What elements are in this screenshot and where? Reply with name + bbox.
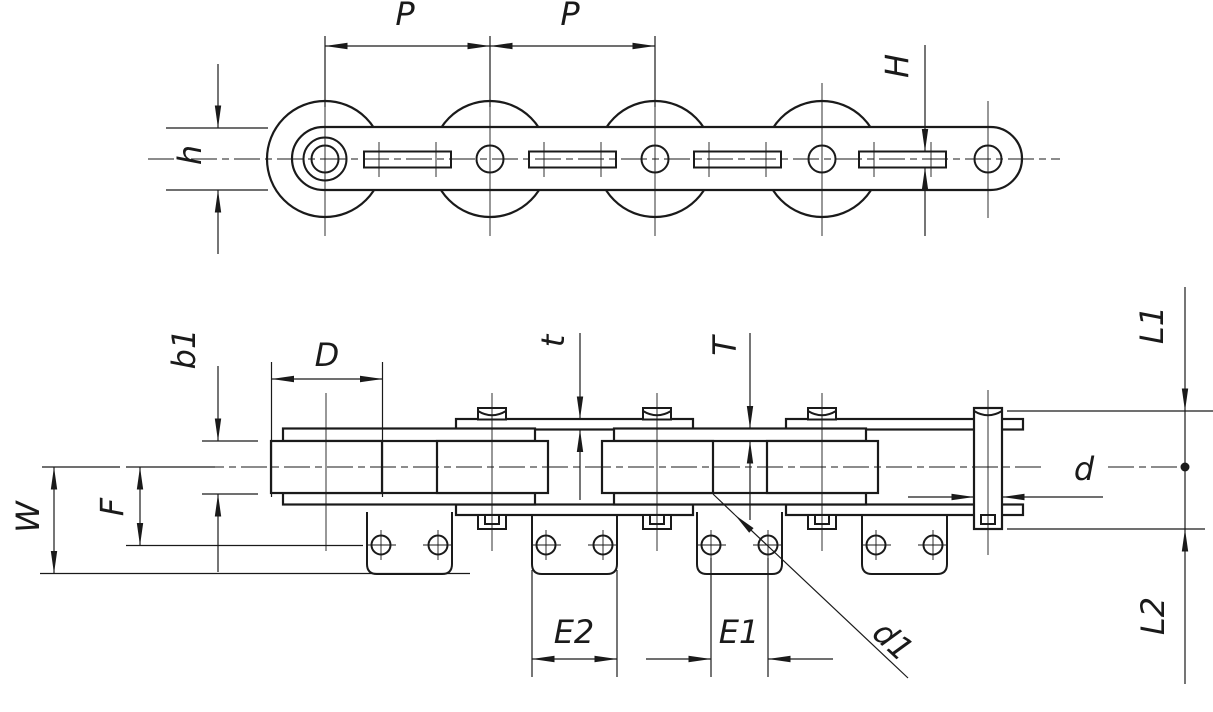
bent-attachments [366,512,948,575]
dim-roller-diameter-D: D [270,336,384,497]
T-label: T [706,334,744,356]
hole-crosshairs [366,530,948,560]
t-label: t [534,333,572,347]
side-view-centerlines [148,83,1060,236]
F-label: F [93,497,131,516]
E2-label: E2 [554,613,595,651]
L1-label: L1 [1133,306,1171,344]
dim-L1: L1 [1007,287,1213,412]
L2-label: L2 [1134,597,1172,635]
plan-view: b1 D t T W [9,287,1213,684]
slot-ticks [378,142,932,177]
side-elevation-view: P P h H [148,0,1060,254]
d1-label: d1 [865,613,921,669]
h-label: h [171,145,209,165]
pitch-label-2: P [560,0,580,33]
dim-plate-height-h: h [166,64,268,254]
dim-F: F [93,467,363,547]
dim-E1: E1 [646,558,833,677]
E1-label: E1 [719,613,760,651]
dim-height-H: H [878,45,929,236]
d-label: d [1074,450,1095,488]
outer-plates [454,417,1025,517]
dim-inner-plate-thickness-T: T [706,333,754,520]
H-label: H [878,54,916,78]
dim-pitch-1: P P [324,0,656,107]
dim-W: W [9,466,470,575]
plate-slots [363,142,947,177]
dim-outer-plate-thickness-t: t [534,333,584,500]
dim-pin-diameter-d: d [908,450,1103,501]
W-label: W [9,500,47,533]
dim-L2: L2 [1007,411,1205,684]
pitch-label-1: P [395,0,415,33]
inner-plates [281,427,868,506]
dim-inner-width-b1: b1 [165,329,258,572]
D-label: D [315,336,340,374]
dim-E2: E2 [531,570,618,677]
centerline-reference-dot [1180,462,1190,472]
attachment-holes [366,530,948,560]
plan-view-centerlines [155,390,1178,555]
b1-label: b1 [165,329,203,370]
